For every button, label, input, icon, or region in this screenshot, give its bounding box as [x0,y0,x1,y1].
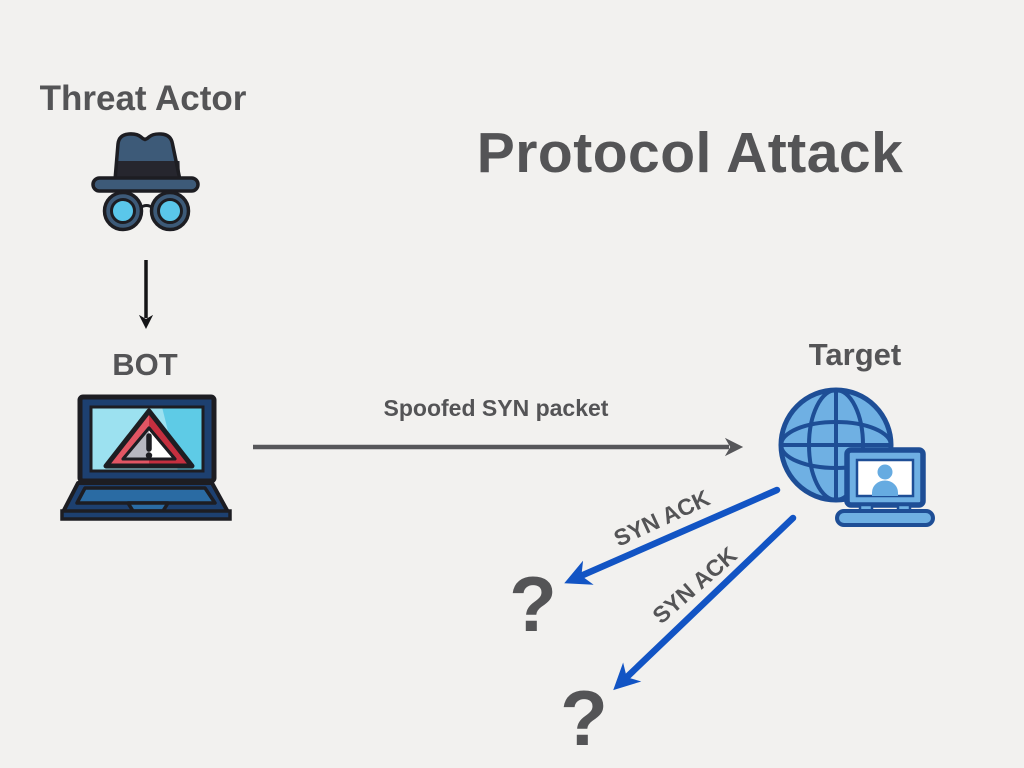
bot-to-target-arrow [253,437,744,457]
spy-incognito-icon [91,132,200,232]
laptop-warning-icon [60,394,232,521]
warning-triangle-icon [103,408,195,469]
syn-ack-arrow-1 [564,486,781,585]
laptop-user-icon [835,447,935,527]
bot-label: BOT [112,347,178,382]
question-mark-1: ? [509,560,557,648]
question-mark-2: ? [560,674,608,762]
actor-to-bot-arrow [138,260,154,330]
spoofed-syn-packet-label: Spoofed SYN packet [383,395,609,421]
page-title: Protocol Attack [476,121,904,185]
syn-ack-arrow-2 [613,514,797,691]
target-label: Target [808,337,902,372]
globe-laptop-icon [778,387,935,527]
threat-actor-label: Threat Actor [39,79,247,118]
